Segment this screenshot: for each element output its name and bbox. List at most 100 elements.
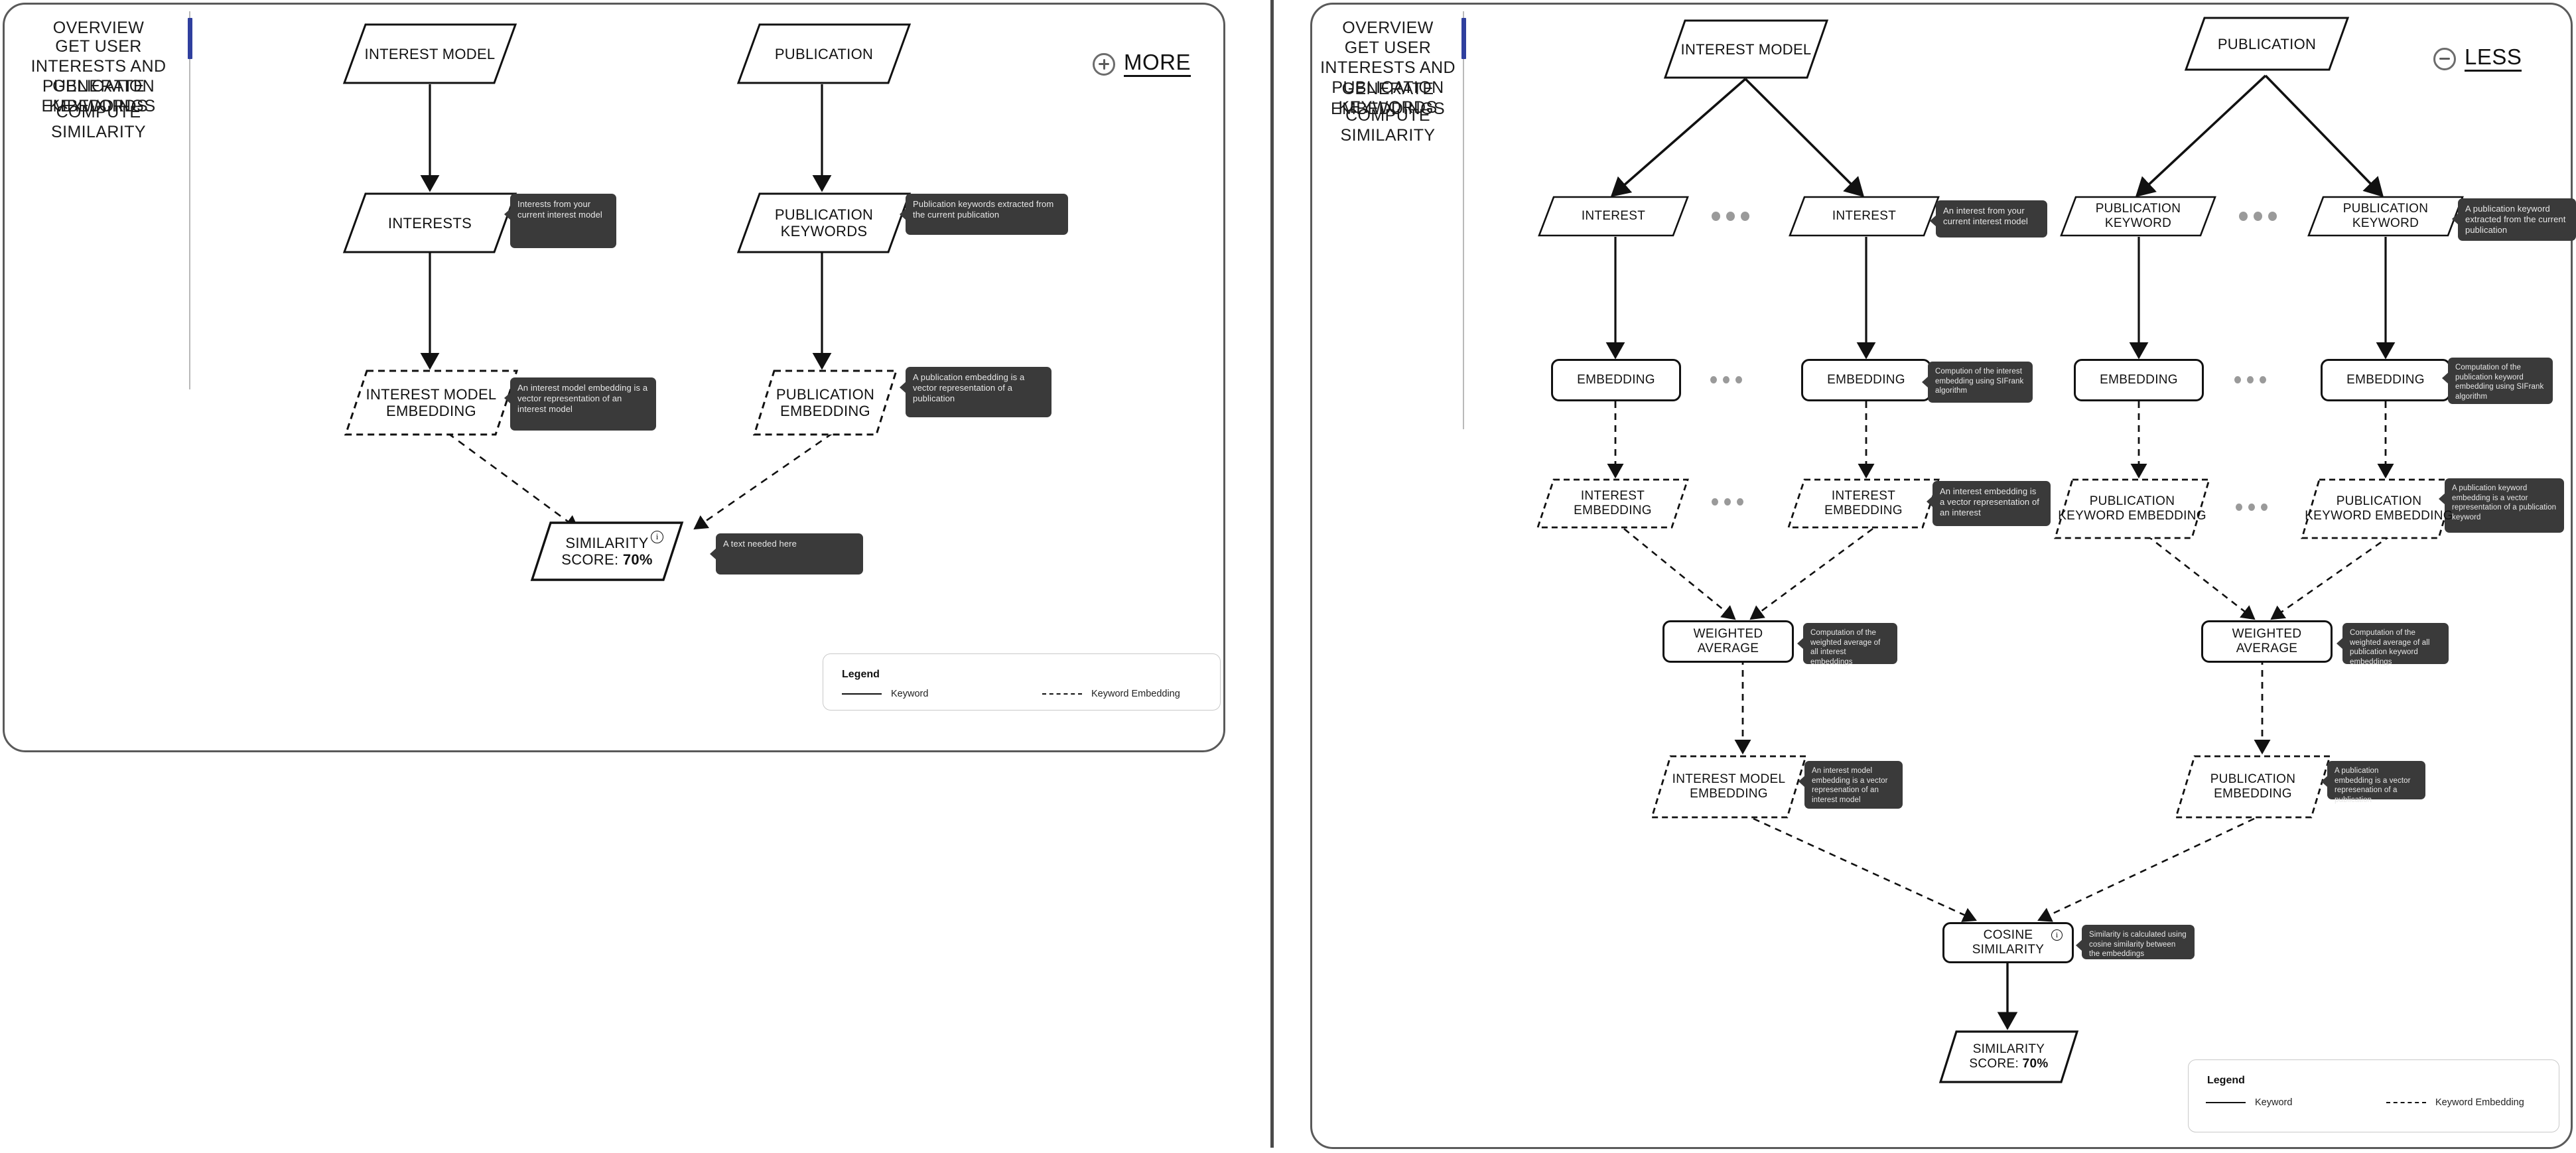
tooltip-interest-model-embedding: An interest model embedding is a vector … (1798, 761, 1903, 809)
sidebar-rail (189, 11, 190, 389)
panel-divider (1270, 0, 1274, 1148)
legend-label: Keyword (891, 689, 929, 699)
sidebar-item-overview[interactable]: OVERVIEW (5, 18, 192, 38)
sidebar-item-compute-similarity[interactable]: COMPUTE SIMILARITY (1318, 105, 1458, 145)
node-interest[interactable]: INTEREST (1789, 196, 1940, 237)
node-interest-model[interactable]: INTEREST MODEL (342, 23, 517, 84)
legend-title: Legend (842, 669, 880, 680)
similarity-score-prefix: SCORE: (1969, 1057, 2019, 1071)
node-publication[interactable]: PUBLICATION (2184, 17, 2350, 71)
similarity-score-title: SIMILARITY (1972, 1042, 2045, 1056)
solid-line-swatch (2206, 1102, 2246, 1103)
tooltip-similarity-score: A text needed here (710, 533, 863, 575)
tooltip-publication-embedding: A publication embedding is a vector repr… (2321, 761, 2425, 804)
tooltip-text: Compution of the interest embedding usin… (1935, 368, 2024, 395)
node-label: PUBLICATION KEYWORD EMBEDDING (2305, 494, 2453, 523)
tooltip-text: An interest from your current interest m… (1943, 206, 2028, 226)
node-label: COSINE SIMILARITY (1972, 928, 2045, 957)
tooltip-text: An interest embedding is a vector repres… (1940, 486, 2040, 517)
node-publication[interactable]: PUBLICATION (736, 23, 912, 84)
node-interests[interactable]: INTERESTS (342, 192, 517, 253)
node-publication-embedding[interactable]: PUBLICATION EMBEDDING (752, 370, 898, 436)
legend-row-keyword: Keyword (2206, 1097, 2292, 1108)
ellipsis-publication-keyword (2239, 212, 2277, 221)
connector-edges-right (1605, 74, 2396, 1030)
sidebar-item-label: COMPUTE SIMILARITY (1340, 106, 1436, 145)
node-label: INTEREST (1581, 209, 1646, 223)
tooltip-cosine-similarity: Similarity is calculated using cosine si… (2076, 925, 2195, 959)
node-interest-embedding[interactable]: INTEREST EMBEDDING (1787, 478, 1940, 529)
node-publication-keyword-embedding[interactable]: PUBLICATION KEYWORD EMBEDDING (2301, 478, 2457, 539)
node-embedding[interactable]: EMBEDDING (1801, 359, 1931, 401)
dashed-line-swatch (1042, 693, 1082, 695)
sidebar-item-get-user-interests-and-publication-keywords[interactable]: GET USER INTERESTS AND PUBLICATION KEYWO… (1318, 38, 1458, 117)
node-embedding[interactable]: EMBEDDING (2074, 359, 2204, 401)
sidebar-item-label: GENERATE EMBEDDINGS (41, 77, 156, 115)
sidebar-item-label: GET USER INTERESTS AND PUBLICATION KEYWO… (1320, 38, 1456, 117)
sidebar-item-label: OVERVIEW (52, 19, 145, 37)
node-label: EMBEDDING (1827, 373, 1905, 387)
node-interest-embedding[interactable]: INTEREST EMBEDDING (1536, 478, 1689, 529)
legend-label: Keyword Embedding (2435, 1097, 2524, 1108)
tooltip-text: Computation of the weighted average of a… (2350, 629, 2430, 666)
node-weighted-average-publication[interactable]: WEIGHTED AVERAGE (2201, 620, 2333, 663)
tooltip-text: A publication embedding is a vector repr… (2335, 767, 2411, 804)
node-embedding[interactable]: EMBEDDING (2321, 359, 2451, 401)
legend-row-keyword: Keyword (842, 689, 928, 699)
node-interest-model[interactable]: INTEREST MODEL (1663, 19, 1829, 79)
tooltip-text: A text needed here (723, 539, 797, 549)
sidebar-active-indicator (188, 18, 192, 59)
less-label: LESS (2465, 46, 2522, 72)
node-label: INTEREST MODEL (1680, 40, 1812, 58)
node-publication-keyword[interactable]: PUBLICATION KEYWORD (2060, 196, 2216, 237)
tooltip-text: Similarity is calculated using cosine si… (2089, 931, 2187, 958)
node-similarity-score[interactable]: SIMILARITY SCORE: 70% i (530, 521, 684, 581)
node-publication-embedding[interactable]: PUBLICATION EMBEDDING (2175, 755, 2331, 819)
sidebar-item-get-user-interests-and-publication-keywords[interactable]: GET USER INTERESTS AND PUBLICATION KEYWO… (14, 36, 183, 116)
legend-right: Legend Keyword Keyword Embedding (2188, 1059, 2559, 1132)
node-interest[interactable]: INTEREST (1538, 196, 1689, 237)
node-similarity-score[interactable]: SIMILARITY SCORE: 70% (1938, 1030, 2079, 1083)
node-label: PUBLICATION (774, 45, 874, 62)
node-publication-keywords[interactable]: PUBLICATION KEYWORDS (736, 192, 912, 253)
tooltip-text: Publication keywords extracted from the … (913, 199, 1054, 220)
node-publication-keyword[interactable]: PUBLICATION KEYWORD (2307, 196, 2464, 237)
sidebar-item-compute-similarity[interactable]: COMPUTE SIMILARITY (14, 102, 183, 142)
tooltip-text: An interest model embedding is a vector … (1812, 767, 1888, 804)
similarity-score-title: SIMILARITY (565, 535, 649, 551)
similarity-score-value: 70% (622, 551, 653, 568)
tooltip-interest-embedding-calc: Compution of the interest embedding usin… (1922, 362, 2033, 403)
node-publication-keyword-embedding[interactable]: PUBLICATION KEYWORD EMBEDDING (2054, 478, 2210, 539)
tooltip-text: Computation of the weighted average of a… (1810, 629, 1881, 666)
similarity-score-prefix: SCORE: (561, 551, 619, 568)
tooltip-publication-keyword: A publication keyword extracted from the… (2452, 198, 2576, 241)
node-embedding[interactable]: EMBEDDING (1551, 359, 1681, 401)
less-button[interactable]: LESS (2433, 46, 2522, 72)
node-weighted-average-interest[interactable]: WEIGHTED AVERAGE (1662, 620, 1794, 663)
tooltip-publication-embedding: A publication embedding is a vector repr… (900, 367, 1051, 417)
info-icon[interactable]: i (651, 531, 663, 543)
ellipsis-publication-keyword-embedding (2236, 504, 2268, 511)
overview-panel-expanded: OVERVIEW GET USER INTERESTS AND PUBLICAT… (1310, 3, 2576, 1149)
sidebar-item-generate-embeddings[interactable]: GENERATE EMBEDDINGS (14, 76, 183, 116)
sidebar-item-label: GET USER INTERESTS AND PUBLICATION KEYWO… (31, 37, 167, 115)
ellipsis-interest-embedding (1712, 498, 1743, 506)
sidebar-item-generate-embeddings[interactable]: GENERATE EMBEDDINGS (1318, 79, 1458, 119)
node-cosine-similarity[interactable]: COSINE SIMILARITY i (1942, 922, 2074, 963)
node-label: INTEREST MODEL (364, 45, 496, 62)
tooltip-weighted-average-interest: Computation of the weighted average of a… (1797, 623, 1897, 666)
tooltip-text: An interest model embedding is a vector … (517, 383, 648, 414)
node-interest-model-embedding[interactable]: INTEREST MODEL EMBEDDING (1651, 755, 1807, 819)
sidebar-item-overview[interactable]: OVERVIEW (1312, 18, 1463, 38)
node-interest-model-embedding[interactable]: INTEREST MODEL EMBEDDING (344, 370, 519, 436)
similarity-score-value: 70% (2022, 1057, 2049, 1071)
info-icon[interactable]: i (2051, 929, 2063, 941)
more-label: MORE (1124, 51, 1191, 77)
node-label: PUBLICATION (2217, 35, 2317, 52)
node-label: EMBEDDING (2100, 373, 2178, 387)
tooltip-interest: An interest from your current interest m… (1930, 200, 2047, 237)
overview-panel-collapsed: OVERVIEW GET USER INTERESTS AND PUBLICAT… (3, 3, 1225, 752)
node-label: INTEREST (1832, 209, 1897, 223)
legend-label: Keyword Embedding (1091, 689, 1180, 699)
more-button[interactable]: MORE (1093, 51, 1191, 77)
